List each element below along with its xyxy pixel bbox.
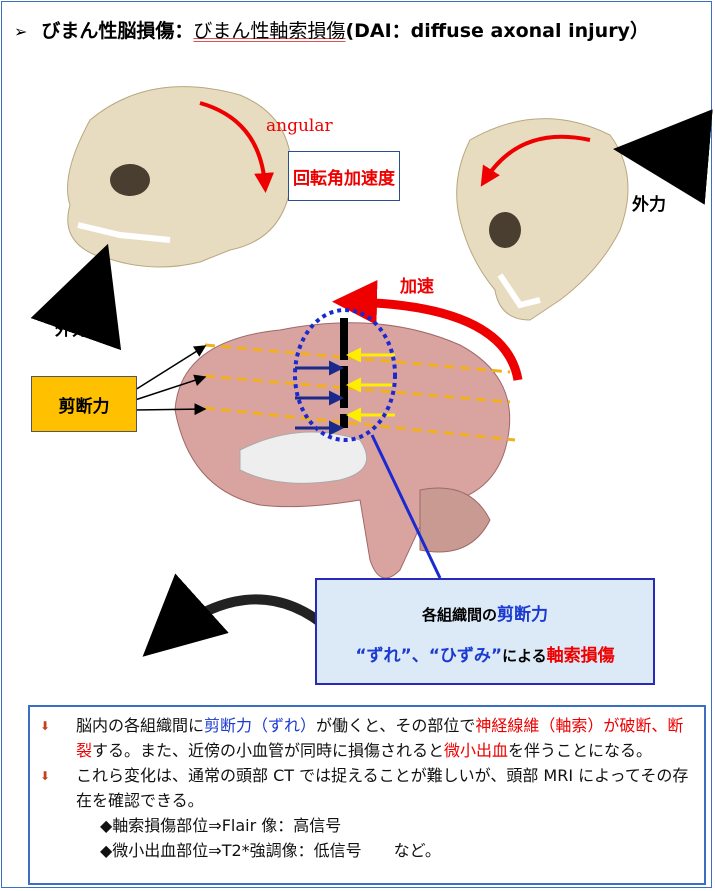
bullet-icon: ⬇ [40, 769, 51, 783]
title-sub: びまん性軸索損傷 [193, 20, 346, 42]
callout-pointer [370, 434, 442, 579]
shear-label: 剪断力 [58, 396, 110, 417]
callout-zure: “ずれ”、“ひずみ” [355, 646, 503, 666]
note-item: ⬇ これら変化は、通常の頭部 CT では捉えることが難しいが、頭部 MRI によっ… [40, 763, 694, 813]
note-text: これら変化は、通常の頭部 CT では捉えることが難しいが、頭部 MRI によって… [76, 766, 689, 810]
force-label-left: 外力 [55, 320, 89, 340]
callout-text2: による [502, 647, 547, 665]
rotation-arrow-right [480, 134, 591, 187]
shear-box: 剪断力 [31, 376, 137, 432]
brain-icon [174, 322, 511, 579]
page-title: ➢ びまん性脳損傷：びまん性軸索損傷(DAI：diffuse axonal inj… [14, 16, 649, 43]
note-text: 脳内の各組織間に [76, 716, 205, 735]
skull-left-icon [67, 86, 292, 268]
acceleration-arrow [332, 280, 523, 381]
force-arrow-right [613, 109, 713, 205]
rotation-label: 回転角加速度 [293, 168, 395, 189]
note-text: を伴うことになる。 [508, 741, 653, 760]
force-label-right: 外力 [632, 195, 666, 215]
notes-box: ⬇ 脳内の各組織間に剪断力（ずれ）が働くと、その部位で神経線維（軸索）が破断、断… [28, 705, 706, 885]
curved-arrow [142, 573, 334, 657]
bullet-icon: ⬇ [40, 719, 51, 733]
note-nerve: 神経線維（軸索）が破断、断裂 [76, 716, 684, 760]
note-text: する。また、近傍の小血管が同時に損傷されると [92, 741, 445, 760]
note-flair: ◆軸索損傷部位⇒Flair 像：高信号 [100, 816, 342, 835]
damage-circle [293, 308, 397, 442]
acceleration-label: 加速 [400, 277, 434, 297]
title-tail: (DAI：diffuse axonal injury） [345, 20, 649, 42]
angular-label: angular [266, 116, 333, 136]
rotation-arrow-left [199, 101, 275, 193]
note-microbleed: 微小出血 [444, 741, 509, 760]
callout-text: 各組織間の [421, 606, 497, 624]
skull-right-icon [456, 118, 629, 321]
force-arrow-left [30, 243, 122, 351]
note-text: が働くと、その部位で [316, 716, 476, 735]
shear-pointer-lines [134, 345, 207, 416]
note-item: ⬇ 脳内の各組織間に剪断力（ずれ）が働くと、その部位で神経線維（軸索）が破断、断… [40, 713, 694, 763]
note-shear: 剪断力（ずれ） [204, 716, 317, 735]
note-t2: ◆微小出血部位⇒T2*強調像：低信号 など。 [100, 841, 441, 860]
rotation-box: 回転角加速度 [288, 151, 400, 201]
arrow-bullet-icon: ➢ [14, 22, 28, 41]
callout-shear: 剪断力 [497, 605, 548, 625]
callout-axon-injury: 軸索損傷 [546, 646, 615, 666]
callout-box: 各組織間の剪断力 “ずれ”、“ひずみ”による軸索損傷 [315, 578, 655, 685]
title-main: びまん性脳損傷： [41, 20, 194, 42]
